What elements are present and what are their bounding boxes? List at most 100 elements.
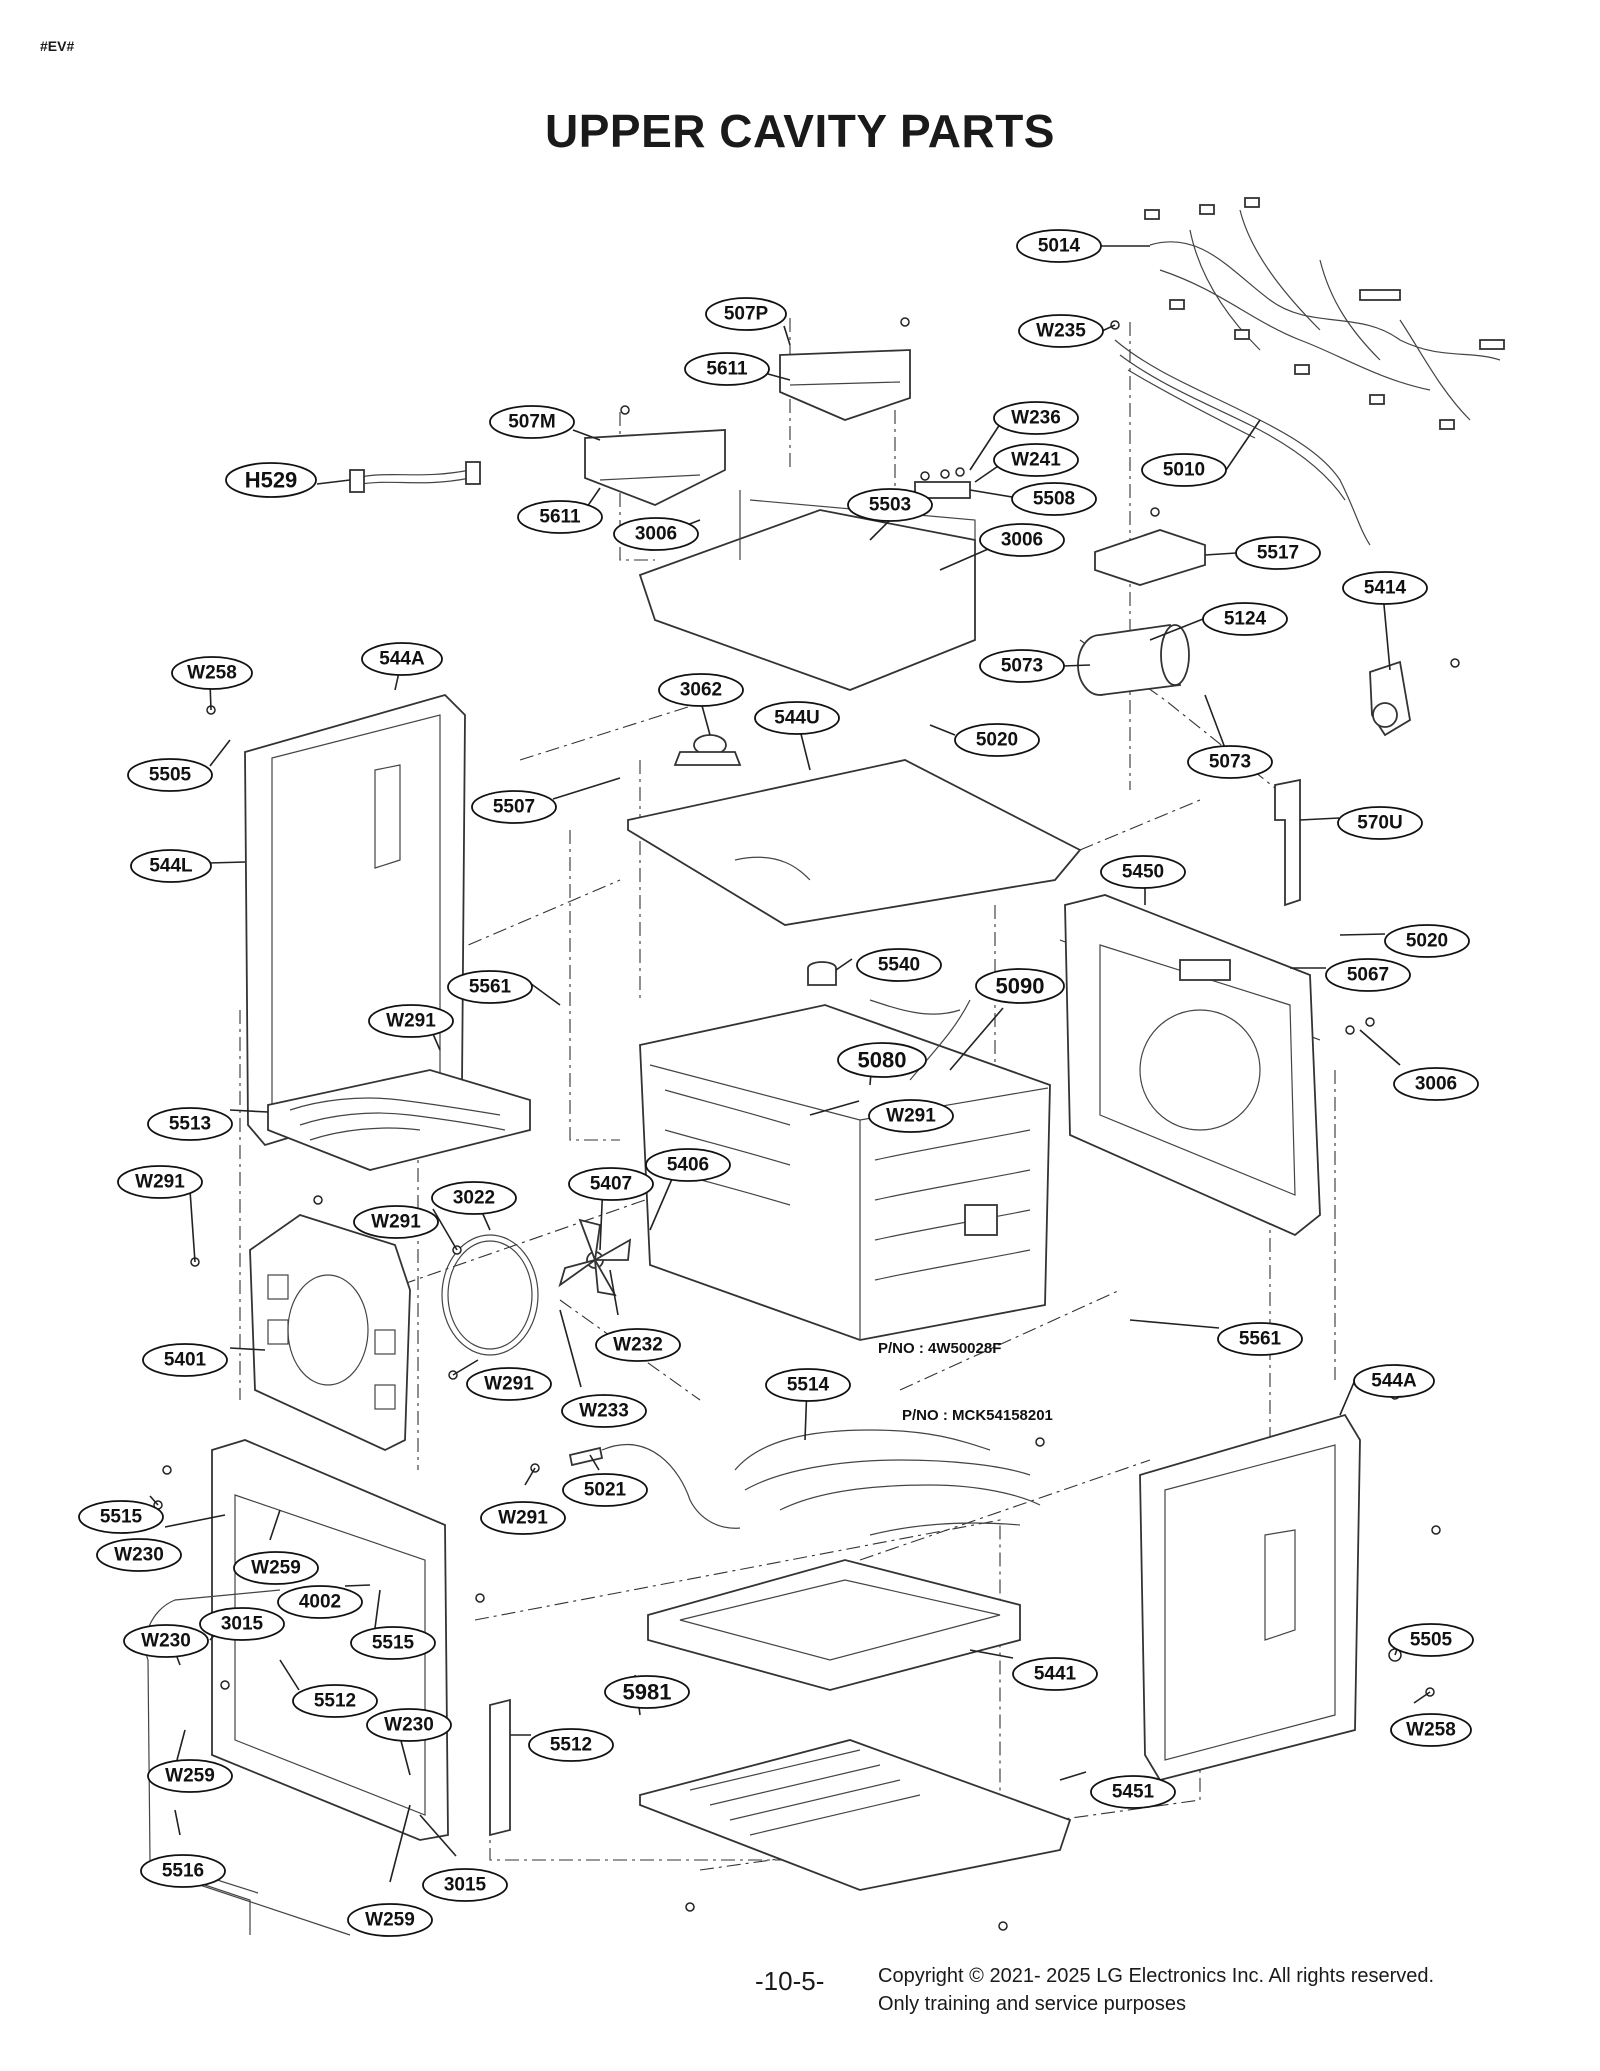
callout-W258-upper: W258 (171, 656, 253, 690)
callout-3022: 3022 (431, 1181, 517, 1215)
callout-5020-lower: 5020 (1384, 924, 1470, 958)
sensor-5021 (568, 1444, 741, 1529)
callout-W235: W235 (1018, 314, 1104, 348)
callout-3062: 3062 (658, 673, 744, 707)
bake-element-5514 (734, 1429, 1041, 1536)
svg-text:W259: W259 (365, 1910, 415, 1931)
leader-lines (149, 245, 1431, 1883)
callout-5090: 5090 (975, 968, 1065, 1004)
svg-text:5512: 5512 (550, 1735, 592, 1756)
page-number: -10-5- (755, 1966, 825, 1996)
callout-5515-lower: 5515 (350, 1626, 436, 1660)
callout-5451: 5451 (1090, 1775, 1176, 1809)
svg-text:5124: 5124 (1224, 609, 1267, 630)
cavity-sensor-5540 (807, 961, 837, 986)
svg-text:5021: 5021 (584, 1480, 627, 1501)
callout-5507: 5507 (471, 790, 557, 824)
callout-W230-a: W230 (96, 1538, 182, 1572)
copyright-block: Copyright © 2021- 2025 LG Electronics In… (878, 1962, 1434, 2018)
thermostat-3062 (673, 734, 742, 766)
svg-text:5401: 5401 (164, 1350, 207, 1371)
svg-text:544L: 544L (149, 856, 193, 877)
callout-544A-lower: 544A (1353, 1364, 1435, 1398)
svg-text:3006: 3006 (1415, 1074, 1457, 1095)
svg-text:3022: 3022 (453, 1188, 495, 1209)
wire-harness-5010 (1114, 339, 1371, 546)
svg-text:W259: W259 (165, 1766, 215, 1787)
svg-text:4002: 4002 (299, 1592, 341, 1613)
callout-W259-b: W259 (147, 1759, 233, 1793)
svg-text:3006: 3006 (635, 524, 677, 545)
wire-harness-5014 (1144, 197, 1505, 430)
callout-507P: 507P (705, 297, 787, 331)
svg-text:5561: 5561 (469, 977, 512, 998)
callout-5505-upper: 5505 (127, 758, 213, 792)
hidden-bake-cover-5441 (647, 1559, 1021, 1691)
svg-text:5540: 5540 (878, 955, 920, 976)
copyright-text: Copyright © 2021- 2025 LG Electronics In… (878, 1965, 1435, 1987)
callout-3015-upper: 3015 (199, 1607, 285, 1641)
svg-text:3062: 3062 (680, 680, 722, 701)
callout-5514: 5514 (765, 1368, 851, 1402)
svg-text:570U: 570U (1357, 813, 1402, 834)
callout-W259-c: W259 (347, 1903, 433, 1937)
callout-544A-upper: 544A (361, 642, 443, 676)
callout-5010: 5010 (1141, 453, 1227, 487)
callout-W259-a: W259 (233, 1551, 319, 1585)
svg-text:507M: 507M (508, 412, 556, 433)
document-marker: #EV# (40, 38, 75, 54)
svg-text:W291: W291 (371, 1212, 421, 1233)
callout-5406: 5406 (645, 1148, 731, 1182)
callout-5067: 5067 (1325, 958, 1411, 992)
callout-544U: 544U (754, 701, 840, 735)
svg-text:5515: 5515 (100, 1507, 143, 1528)
callout-5124: 5124 (1202, 602, 1288, 636)
callout-5441: 5441 (1012, 1657, 1098, 1691)
svg-text:5067: 5067 (1347, 965, 1389, 986)
svg-text:5014: 5014 (1038, 236, 1081, 257)
callout-3006-b: 3006 (979, 523, 1065, 557)
svg-text:3015: 3015 (221, 1614, 264, 1635)
callout-5540: 5540 (856, 948, 942, 982)
svg-text:5515: 5515 (372, 1633, 415, 1654)
callout-H529: H529 (225, 462, 317, 498)
broil-element-5513 (267, 1069, 531, 1171)
svg-text:5514: 5514 (787, 1375, 830, 1396)
callout-W230-b: W230 (123, 1624, 209, 1658)
svg-text:W259: W259 (251, 1558, 301, 1579)
callout-5505-lower: 5505 (1388, 1623, 1474, 1657)
svg-text:507P: 507P (724, 304, 769, 325)
screws (153, 317, 1460, 1931)
callout-W291-a: W291 (368, 1004, 454, 1038)
svg-text:544A: 544A (379, 649, 425, 670)
callout-5516: 5516 (140, 1854, 226, 1888)
callout-W233: W233 (561, 1394, 647, 1428)
svg-text:W291: W291 (386, 1011, 436, 1032)
svg-text:3006: 3006 (1001, 530, 1043, 551)
svg-text:W230: W230 (141, 1631, 191, 1652)
callout-570U: 570U (1337, 806, 1423, 840)
callout-4002: 4002 (277, 1585, 363, 1619)
svg-text:W230: W230 (384, 1715, 434, 1736)
svg-text:5611: 5611 (706, 359, 748, 380)
svg-text:W235: W235 (1036, 321, 1086, 342)
svg-text:W230: W230 (114, 1545, 164, 1566)
svg-text:5073: 5073 (1001, 656, 1043, 677)
callout-544L: 544L (130, 849, 212, 883)
svg-text:5451: 5451 (1112, 1782, 1155, 1803)
top-panel-544U (627, 759, 1082, 926)
callout-5021: 5021 (562, 1473, 648, 1507)
front-frame-5450 (1064, 894, 1321, 1237)
svg-text:5450: 5450 (1122, 862, 1164, 883)
callout-3015-lower: 3015 (422, 1868, 508, 1902)
svg-text:5561: 5561 (1239, 1329, 1282, 1350)
part-number-note-2: P/NO : MCK54158201 (902, 1407, 1053, 1424)
bracket-570U (1274, 778, 1301, 907)
part-number-note-1: P/NO : 4W50028F (878, 1340, 1001, 1357)
svg-text:5020: 5020 (1406, 931, 1448, 952)
svg-text:W241: W241 (1011, 450, 1061, 471)
bracket-507M-5611 (584, 429, 726, 506)
side-panel-544A-bottom (1139, 1413, 1361, 1782)
svg-text:W233: W233 (579, 1401, 629, 1422)
svg-text:W258: W258 (187, 663, 237, 684)
